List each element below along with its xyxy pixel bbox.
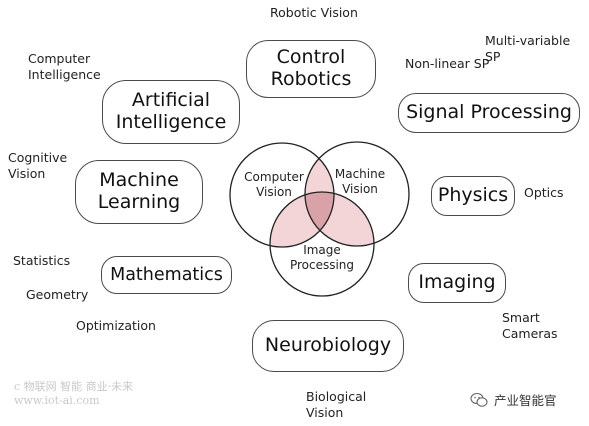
label-non-linear-sp: Non-linear SP	[405, 56, 490, 71]
pill-signal-processing: Signal Processing	[398, 93, 580, 133]
pill-machine-learning: Machine Learning	[75, 160, 203, 224]
venn-circle-machine-vision	[304, 141, 410, 247]
label-robotic-vision: Robotic Vision	[270, 5, 358, 20]
venn-circle-image-processing	[269, 191, 375, 297]
pill-neurobiology: Neurobiology	[252, 320, 404, 372]
label-optics: Optics	[524, 185, 564, 200]
label-smart-cameras: Smart Cameras	[502, 310, 558, 342]
brand-name: 产业智能官	[494, 393, 557, 408]
label-geometry: Geometry	[26, 287, 89, 302]
label-optimization: Optimization	[76, 318, 156, 333]
brand-badge: 产业智能官	[470, 390, 557, 409]
pill-physics: Physics	[431, 176, 515, 216]
label-cognitive-vision: Cognitive Vision	[8, 150, 68, 182]
wechat-icon	[470, 392, 488, 407]
label-multi-variable-sp: Multi-variable SP	[485, 33, 571, 65]
watermark: c 物联网 智能 商业·未来 www.iot-ai.com	[14, 380, 134, 407]
pill-control-robotics: Control Robotics	[246, 40, 376, 98]
venn-label-machine-vision: Machine Vision	[334, 167, 386, 196]
label-biological-vision: Biological Vision	[306, 389, 367, 421]
label-computer-intelligence: Computer Intelligence	[28, 51, 101, 83]
label-statistics: Statistics	[13, 253, 71, 268]
pill-imaging: Imaging	[408, 263, 506, 303]
pill-artificial-intelligence: Artificial Intelligence	[102, 80, 240, 144]
venn-label-image-processing: Image Processing	[289, 243, 355, 272]
venn-circle-computer-vision	[229, 142, 335, 248]
venn-label-computer-vision: Computer Vision	[244, 170, 304, 199]
pill-mathematics: Mathematics	[101, 256, 232, 294]
